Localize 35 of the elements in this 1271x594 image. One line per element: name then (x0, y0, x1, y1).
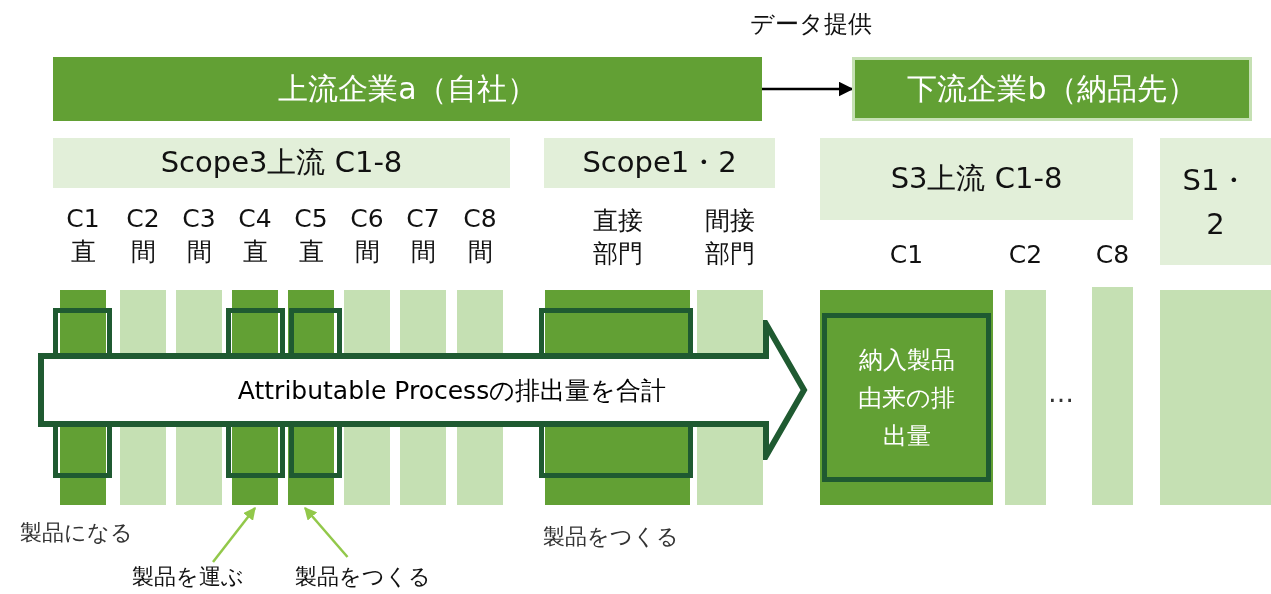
node-text: S1・2 (1181, 161, 1250, 243)
note-text: 製品になる (20, 519, 133, 547)
node-text: 上流企業a（自社） (278, 69, 537, 108)
column-header: C4 直 (237, 203, 273, 268)
emission-bar (1160, 290, 1271, 505)
column-header: 直接部門 (591, 205, 644, 270)
node-text: Scope3上流 C1-8 (160, 144, 403, 181)
column-header: C6 間 (349, 203, 385, 268)
leader-text: 製品をつくる (294, 563, 431, 591)
ellipsis: … (1048, 378, 1074, 408)
column-header: C2 (1007, 239, 1044, 271)
category-band (53, 138, 510, 188)
column-header: C8 (1094, 239, 1131, 271)
edge-label: データ提供 (750, 9, 872, 40)
category-band (820, 138, 1133, 220)
arrow-text: Attributable Processの排出量を合計 (237, 374, 667, 407)
company-band (852, 57, 1252, 121)
column-header: C7 間 (405, 203, 441, 268)
category-band (544, 138, 775, 188)
column-header: C1 (888, 239, 925, 271)
category-band (1160, 138, 1271, 265)
node-text: 下流企業b（納品先） (907, 69, 1197, 108)
node-text: S3上流 C1-8 (890, 160, 1063, 197)
node-text: Scope1・2 (582, 144, 737, 181)
node-text: 納入製品由来の排出量 (857, 344, 956, 452)
column-header: C2 間 (125, 203, 161, 268)
note-text: 製品をつくる (543, 523, 679, 551)
emission-box (822, 313, 991, 482)
leader-text: 製品を運ぶ (132, 563, 244, 591)
column-header: C3 間 (181, 203, 217, 268)
column-header: C8 間 (462, 203, 498, 268)
column-header: C5 直 (293, 203, 329, 268)
column-header: C1 直 (65, 203, 101, 268)
company-band (53, 57, 762, 121)
column-header: 間接部門 (704, 205, 756, 270)
